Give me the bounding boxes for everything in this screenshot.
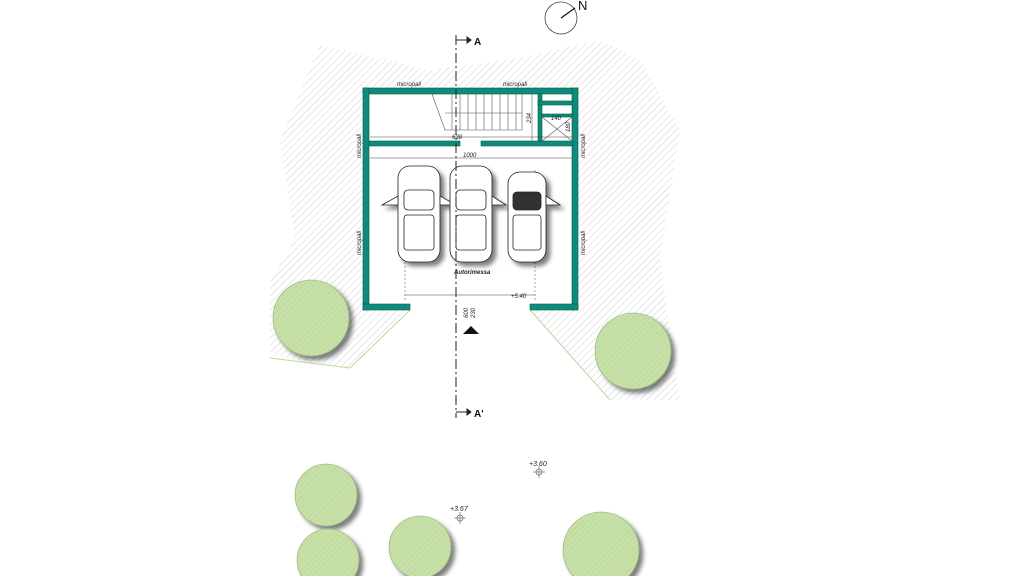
dimension-230: 230 (471, 307, 477, 319)
micropali-label-top-left: micropali (397, 82, 422, 88)
car-2 (449, 165, 508, 263)
micropali-label-right-2: micropali (581, 230, 587, 255)
dimension-1000: 1000 (463, 153, 477, 159)
entrance-arrow-icon (463, 326, 479, 334)
car-3 (507, 171, 562, 263)
micropali-label-left-1: micropali (357, 133, 363, 158)
north-label: N (578, 0, 587, 13)
cars (380, 165, 562, 263)
dimension-140: 140 (551, 116, 562, 122)
tree (562, 511, 640, 576)
tree (296, 528, 360, 576)
section-line (455, 35, 472, 418)
section-label-top: A (474, 37, 481, 48)
building-walls (362, 87, 579, 311)
elevation-3-67: +3.67 (450, 506, 469, 513)
car-1 (380, 165, 458, 263)
tree (594, 312, 672, 390)
tree (294, 463, 358, 527)
elevation-3-60: +3.60 (529, 461, 547, 468)
dimension-180: 180 (566, 121, 572, 132)
tree (272, 279, 350, 357)
micropali-label-left-2: micropali (357, 230, 363, 255)
spot-elevation-markers (454, 466, 545, 524)
micropali-label-right-1: micropali (581, 133, 587, 158)
elevation-garage: +5.40 (511, 294, 527, 300)
dimension-638: 638 (452, 135, 463, 141)
tree (388, 515, 452, 576)
micropali-label-top-right: micropali (503, 82, 528, 88)
section-label-bottom: A' (474, 409, 484, 420)
room-label-autorimessa: Autorimessa (453, 270, 491, 276)
north-arrow-icon (544, 1, 578, 35)
dimension-234: 234 (527, 112, 533, 124)
trees (272, 279, 672, 576)
dimension-600: 600 (464, 307, 470, 318)
